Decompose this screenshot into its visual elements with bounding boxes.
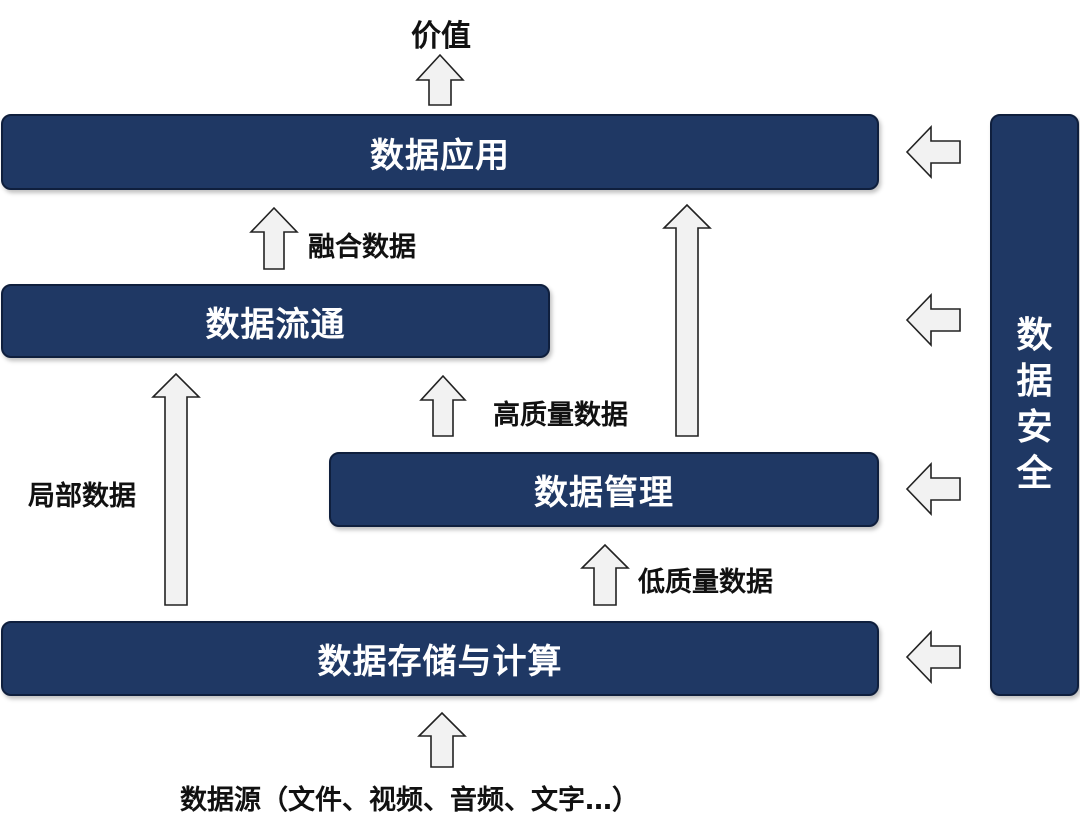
security-char-3: 安 xyxy=(1016,407,1053,448)
arrow-local-data xyxy=(151,372,201,606)
box-data-circulation-label: 数据流通 xyxy=(205,304,346,345)
arrow-low-quality-data xyxy=(580,543,630,606)
security-char-2: 据 xyxy=(1016,361,1053,402)
fused-data-label: 融合数据 xyxy=(308,232,416,263)
arrow-fused-data xyxy=(249,206,299,270)
arrow-management-to-application xyxy=(662,203,712,437)
box-data-management: 数据管理 xyxy=(329,452,879,527)
arrow-to-value xyxy=(415,53,465,106)
low-quality-data-label: 低质量数据 xyxy=(638,567,773,598)
arrow-security-to-storage xyxy=(905,630,961,684)
box-data-application: 数据应用 xyxy=(1,114,879,190)
local-data-label: 局部数据 xyxy=(28,481,136,512)
box-data-storage-compute: 数据存储与计算 xyxy=(1,621,879,696)
security-char-4: 全 xyxy=(1016,453,1053,494)
box-data-circulation: 数据流通 xyxy=(1,284,550,358)
arrow-security-to-management xyxy=(905,462,961,516)
box-data-application-label: 数据应用 xyxy=(370,135,510,176)
arrow-security-to-circulation xyxy=(905,293,961,347)
arrow-security-to-application xyxy=(905,125,961,179)
box-data-storage-compute-label: 数据存储与计算 xyxy=(317,642,563,682)
high-quality-data-label: 高质量数据 xyxy=(493,400,628,431)
arrow-data-source xyxy=(417,711,467,768)
box-data-management-label: 数据管理 xyxy=(534,473,674,513)
security-char-1: 数 xyxy=(1016,315,1053,356)
value-label: 价值 xyxy=(411,19,471,54)
arrow-high-quality-data xyxy=(419,374,467,437)
box-data-security: 数 据 安 全 xyxy=(990,114,1079,696)
data-source-label: 数据源（文件、视频、音频、文字…） xyxy=(180,785,639,816)
